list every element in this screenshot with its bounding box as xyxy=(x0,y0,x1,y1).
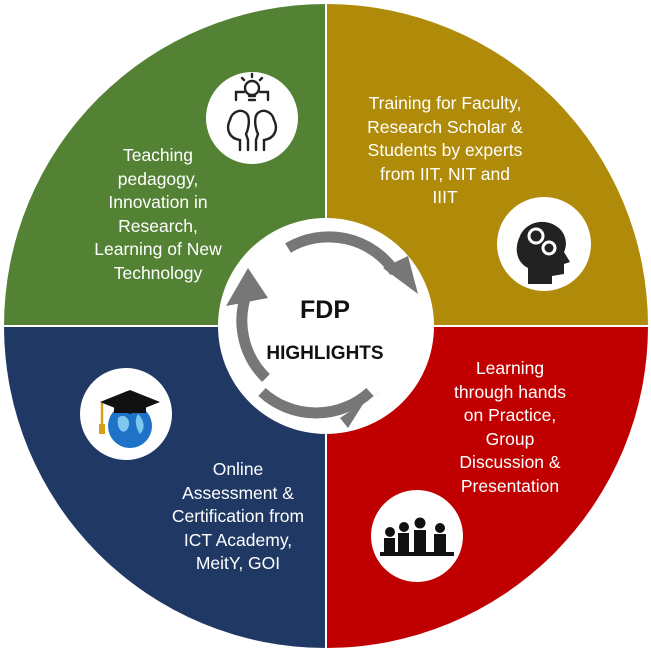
green-line: Technology xyxy=(113,262,203,283)
blue-line: Online xyxy=(212,459,264,479)
red-line: Learning xyxy=(475,358,545,378)
cycle-arrow-top xyxy=(285,231,400,276)
center-circle xyxy=(218,218,434,434)
center-title: FDP xyxy=(300,296,350,324)
center-subtitle: HIGHLIGHTS xyxy=(266,343,384,364)
green-line: pedagogy, xyxy=(117,168,199,189)
green-quadrant-text: Teaching pedagogy, Innovation in Researc… xyxy=(58,144,258,285)
gold-quadrant-text: Training for Faculty, Research Scholar &… xyxy=(335,92,555,210)
red-line: through hands xyxy=(454,381,566,402)
gold-line: Research Scholar & xyxy=(367,116,523,137)
gold-line: Training for Faculty, xyxy=(368,93,522,113)
green-line: Research, xyxy=(118,215,198,236)
blue-line: Assessment & xyxy=(182,482,294,503)
blue-line: Certification from xyxy=(171,506,305,526)
idea-heads-icon xyxy=(206,72,298,164)
gold-line: from IIT, NIT and xyxy=(380,163,510,184)
cycle-arrow-bottom xyxy=(258,387,374,419)
red-line: Group xyxy=(485,428,535,449)
gold-line: IIIT xyxy=(432,187,458,207)
red-line: on Practice, xyxy=(463,405,557,425)
green-line: Innovation in xyxy=(108,192,208,212)
red-line: Discussion & xyxy=(459,452,561,472)
group-meeting-icon xyxy=(371,490,463,582)
blue-line: ICT Academy, xyxy=(183,529,293,550)
arrowhead-left xyxy=(226,268,268,306)
arrowhead-top xyxy=(383,256,418,294)
gold-line: Students by experts xyxy=(367,140,523,160)
arrowhead-bottom xyxy=(340,390,382,428)
brain-gears-head-icon xyxy=(497,197,591,291)
green-line: Teaching xyxy=(122,145,194,165)
red-quadrant-text: Learning through hands on Practice, Grou… xyxy=(430,357,590,498)
blue-line: MeitY, GOI xyxy=(195,553,281,573)
red-line: Presentation xyxy=(460,475,560,496)
graduation-globe-icon xyxy=(80,368,172,460)
green-line: Learning of New xyxy=(94,239,222,259)
blue-quadrant-text: Online Assessment & Certification from I… xyxy=(143,458,333,576)
